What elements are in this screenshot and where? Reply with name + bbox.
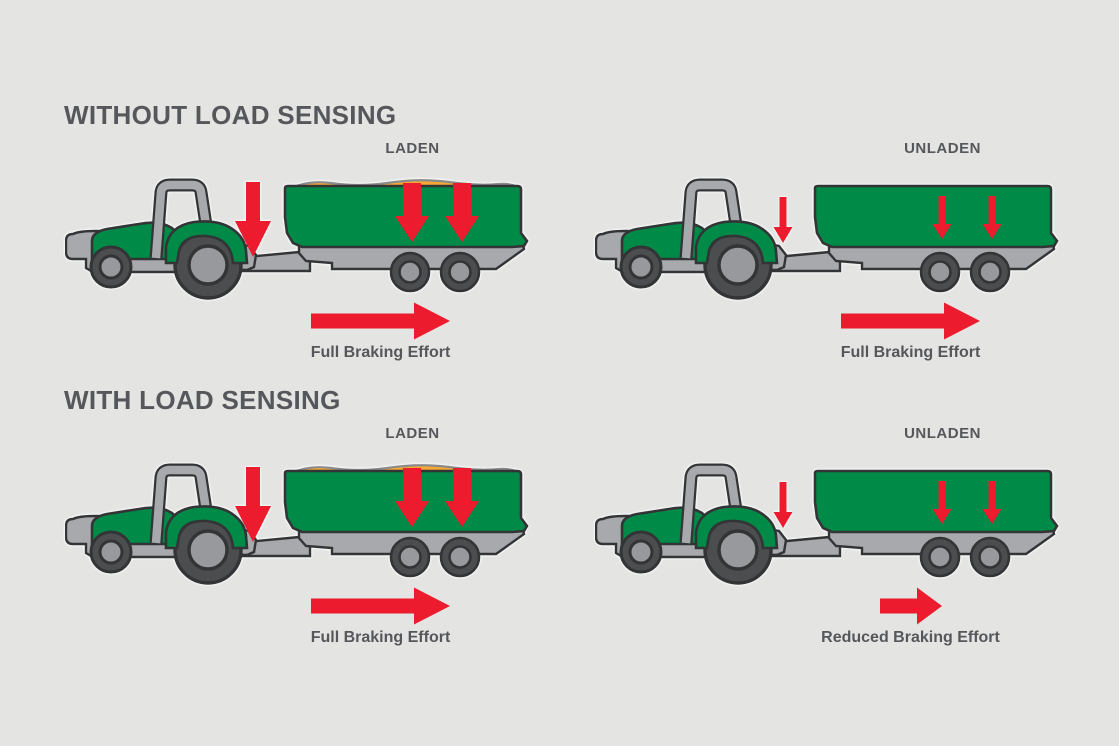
braking-effort-arrow-icon (311, 301, 451, 341)
panel-with-unladen: UNLADEN Reduced Braking Effort (595, 425, 1070, 660)
braking-effort: Reduced Braking Effort (778, 586, 1043, 647)
condition-label: LADEN (385, 140, 440, 157)
tractor-trailer-unladen-icon (595, 460, 1070, 588)
braking-effort-arrow-icon (841, 586, 981, 626)
section-title-without-load-sensing: WITHOUT LOAD SENSING (64, 100, 397, 130)
braking-effort-label: Reduced Braking Effort (821, 629, 1000, 646)
panel-without-unladen: UNLADEN Full Braking Effort (595, 140, 1070, 375)
braking-effort-label: Full Braking Effort (310, 629, 451, 646)
panel-without-laden: LADEN Full Braking Effort (65, 140, 540, 375)
condition-label: LADEN (385, 425, 440, 442)
braking-effort: Full Braking Effort (778, 301, 1043, 362)
braking-effort-label: Full Braking Effort (310, 344, 451, 361)
condition-label: UNLADEN (904, 140, 981, 157)
tractor-trailer-laden-icon (65, 175, 540, 303)
section-title-with-load-sensing: WITH LOAD SENSING (64, 385, 341, 415)
braking-effort-arrow-icon (841, 301, 981, 341)
tractor-trailer-unladen-icon (595, 175, 1070, 303)
tractor-trailer-laden-icon (65, 460, 540, 588)
condition-label: UNLADEN (904, 425, 981, 442)
panel-with-laden: LADEN Full Braking Effort (65, 425, 540, 660)
braking-effort: Full Braking Effort (248, 301, 513, 362)
braking-effort-label: Full Braking Effort (840, 344, 981, 361)
braking-effort-arrow-icon (311, 586, 451, 626)
braking-effort: Full Braking Effort (248, 586, 513, 647)
